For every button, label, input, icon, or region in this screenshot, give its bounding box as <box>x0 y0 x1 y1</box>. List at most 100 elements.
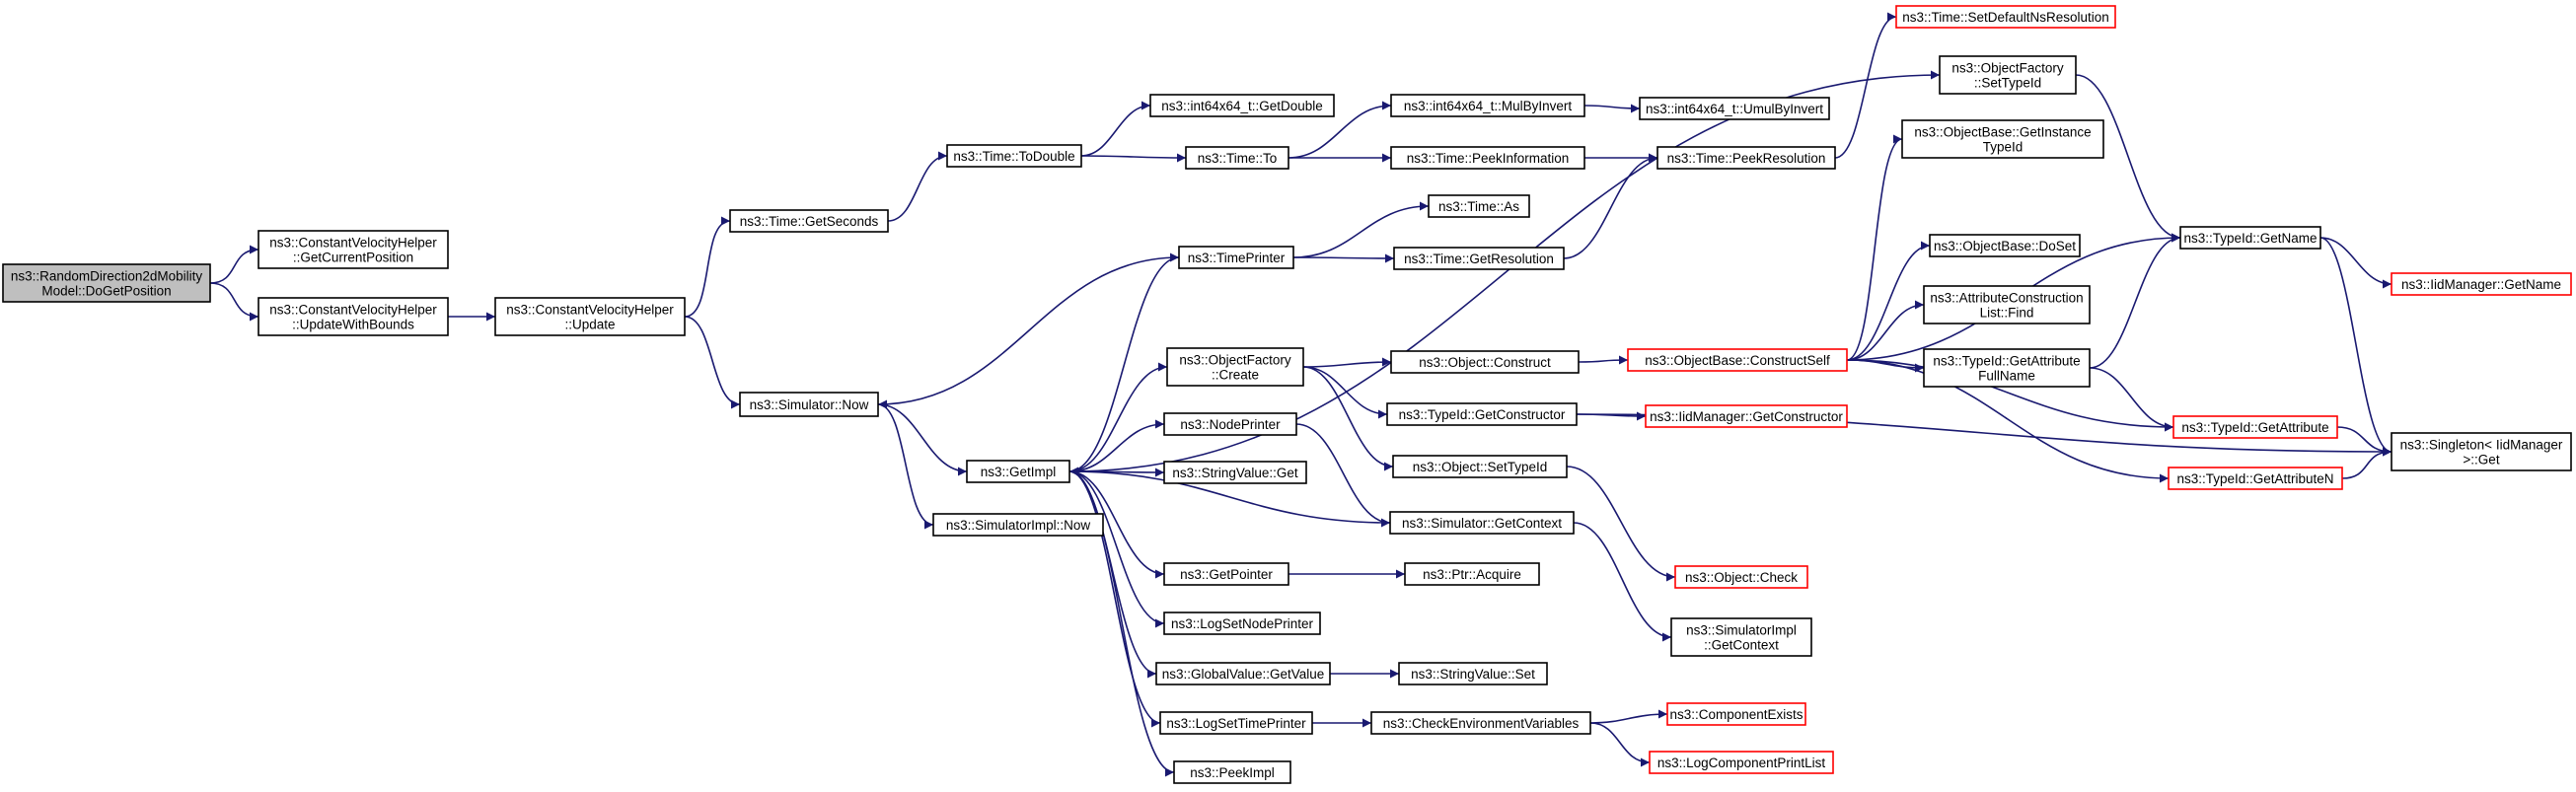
node-time-peekres[interactable]: ns3::Time::PeekResolution <box>1656 146 1836 170</box>
node-label: ns3::Time::As <box>1438 199 1519 214</box>
node-globalvalue-getvalue[interactable]: ns3::GlobalValue::GetValue <box>1155 662 1331 685</box>
node-box <box>1163 412 1297 436</box>
node-time-getseconds[interactable]: ns3::Time::GetSeconds <box>729 209 889 233</box>
node-object-check[interactable]: ns3::Object::Check <box>1674 565 1808 589</box>
node-label: ns3::GetPointer <box>1180 567 1273 582</box>
edge-typeid-getname-to-singleton-get <box>2319 237 2392 457</box>
node-box <box>1656 146 1836 170</box>
edge-timeprinter-to-sim-now <box>877 256 1180 409</box>
node-time-as[interactable]: ns3::Time::As <box>1428 194 1530 218</box>
edge-object-settypeid-to-object-check <box>1566 466 1676 582</box>
node-objfactory-create[interactable]: ns3::ObjectFactory::Create <box>1166 347 1304 387</box>
node-getimpl[interactable]: ns3::GetImpl <box>966 460 1070 483</box>
node-box <box>2172 415 2338 439</box>
node-time-to[interactable]: ns3::Time::To <box>1185 146 1289 170</box>
node-stringvalue-set[interactable]: ns3::StringValue::Set <box>1398 662 1548 685</box>
node-int-mulbyinvert[interactable]: ns3::int64x64_t::MulByInvert <box>1390 94 1585 117</box>
node-time-todouble[interactable]: ns3::Time::ToDouble <box>946 144 1082 168</box>
edge-root-to-cvh-updatebounds <box>209 282 259 322</box>
node-box <box>729 209 889 233</box>
node-label: ns3::Time::GetSeconds <box>740 214 879 229</box>
node-object-settypeid[interactable]: ns3::Object::SetTypeId <box>1392 455 1568 478</box>
node-root[interactable]: ns3::RandomDirection2dMobilityModel::DoG… <box>2 263 211 303</box>
node-label: ns3::CheckEnvironmentVariables <box>1383 716 1580 731</box>
node-box <box>1166 347 1304 387</box>
node-object-construct[interactable]: ns3::Object::Construct <box>1390 350 1580 374</box>
node-label: ns3::Time::PeekResolution <box>1667 151 1826 166</box>
node-label: ns3::ObjectBase::GetInstance <box>1914 125 2091 140</box>
edge-typeid-getattributefullname-to-typeid-getname <box>2089 233 2181 369</box>
node-simimpl-now[interactable]: ns3::SimulatorImpl::Now <box>932 513 1104 537</box>
node-int-umulbyinvert[interactable]: ns3::int64x64_t::UmulByInvert <box>1639 97 1830 120</box>
node-time-setdefault[interactable]: ns3::Time::SetDefaultNsResolution <box>1895 5 2116 29</box>
node-getpointer[interactable]: ns3::GetPointer <box>1163 562 1289 586</box>
node-label: ns3::Singleton< IidManager <box>2400 438 2563 453</box>
node-typeid-getname[interactable]: ns3::TypeId::GetName <box>2179 226 2321 250</box>
node-label: ns3::ConstantVelocityHelper <box>506 303 674 318</box>
node-box <box>1159 711 1313 735</box>
node-logsettimeprinter[interactable]: ns3::LogSetTimePrinter <box>1159 711 1313 735</box>
edge-sim-now-to-getimpl <box>877 403 968 476</box>
node-box <box>494 297 686 336</box>
edge-objfactory-create-to-object-settypeid <box>1302 366 1394 471</box>
edge-typeid-getattributen-to-singleton-get <box>2341 447 2392 479</box>
edge-objbase-constructself-to-typeid-getattributen <box>1846 359 2170 483</box>
node-cvh-update[interactable]: ns3::ConstantVelocityHelper::Update <box>494 297 686 336</box>
node-logcomponentprintlist[interactable]: ns3::LogComponentPrintList <box>1649 751 1834 774</box>
node-label: Model::DoGetPosition <box>41 284 171 299</box>
node-timeprinter[interactable]: ns3::TimePrinter <box>1178 246 1294 269</box>
node-box <box>2179 226 2321 250</box>
edge-typeid-getattributefullname-to-typeid-getattribute <box>2089 367 2174 432</box>
node-peekimpl[interactable]: ns3::PeekImpl <box>1173 760 1291 784</box>
node-box <box>2391 432 2572 471</box>
node-typeid-getattribute[interactable]: ns3::TypeId::GetAttribute <box>2172 415 2338 439</box>
node-typeid-getattributen[interactable]: ns3::TypeId::GetAttributeN <box>2168 467 2343 490</box>
node-simimpl-getcontext[interactable]: ns3::SimulatorImpl::GetContext <box>1670 617 1812 657</box>
edge-sim-now-to-simimpl-now <box>877 403 934 530</box>
node-ptr-acquire[interactable]: ns3::Ptr::Acquire <box>1404 562 1540 586</box>
edge-checkenv-to-logcomponentprintlist <box>1589 722 1651 767</box>
node-sim-now[interactable]: ns3::Simulator::Now <box>739 392 879 417</box>
node-sim-getcontext[interactable]: ns3::Simulator::GetContext <box>1389 511 1575 535</box>
node-stringvalue-get[interactable]: ns3::StringValue::Get <box>1163 461 1307 484</box>
node-box <box>1670 617 1812 657</box>
node-box <box>739 392 879 417</box>
node-time-getres[interactable]: ns3::Time::GetResolution <box>1393 247 1565 270</box>
node-box <box>1163 562 1289 586</box>
node-logsetnodeprinter[interactable]: ns3::LogSetNodePrinter <box>1163 612 1321 635</box>
node-objbase-constructself[interactable]: ns3::ObjectBase::ConstructSelf <box>1627 348 1848 372</box>
node-label: ns3::Time::GetResolution <box>1404 252 1554 266</box>
node-box <box>1155 662 1331 685</box>
edge-cvh-update-to-time-getseconds <box>684 216 731 318</box>
node-typeid-getconstructor[interactable]: ns3::TypeId::GetConstructor <box>1386 402 1578 426</box>
node-cvh-updatebounds[interactable]: ns3::ConstantVelocityHelper::UpdateWithB… <box>258 297 449 336</box>
edge-objbase-constructself-to-typeid-getattribute <box>1846 359 2174 432</box>
edge-objfactory-create-to-object-construct <box>1302 357 1392 368</box>
node-time-peekinfo[interactable]: ns3::Time::PeekInformation <box>1390 146 1585 170</box>
edge-objbase-constructself-to-objbase-doset <box>1846 241 1931 361</box>
node-iidmanager-getname[interactable]: ns3::IidManager::GetName <box>2391 272 2572 296</box>
node-int-getdouble[interactable]: ns3::int64x64_t::GetDouble <box>1149 94 1335 117</box>
node-label: ns3::TypeId::GetAttribute <box>2181 420 2328 435</box>
node-label: ns3::Ptr::Acquire <box>1423 567 1521 582</box>
node-box <box>1627 348 1848 372</box>
node-singleton-get[interactable]: ns3::Singleton< IidManager>::Get <box>2391 432 2572 471</box>
node-label: ns3::Simulator::GetContext <box>1402 516 1562 531</box>
node-checkenv[interactable]: ns3::CheckEnvironmentVariables <box>1370 711 1591 735</box>
node-nodeprinter[interactable]: ns3::NodePrinter <box>1163 412 1297 436</box>
node-box <box>1390 94 1585 117</box>
node-label: ns3::LogSetTimePrinter <box>1166 716 1306 731</box>
node-cvh-getcurpos[interactable]: ns3::ConstantVelocityHelper::GetCurrentP… <box>258 230 449 269</box>
node-box <box>2168 467 2343 490</box>
node-box <box>1428 194 1530 218</box>
node-label: TypeId <box>1983 140 2024 155</box>
node-componentexists[interactable]: ns3::ComponentExists <box>1666 702 1806 726</box>
node-iidmanager-getconstructor[interactable]: ns3::IidManager::GetConstructor <box>1645 404 1848 428</box>
node-label: ns3::LogComponentPrintList <box>1657 756 1826 770</box>
node-objbase-doset[interactable]: ns3::ObjectBase::DoSet <box>1929 234 2081 257</box>
node-objfactory-settypeid[interactable]: ns3::ObjectFactory::SetTypeId <box>1939 55 2077 95</box>
node-box <box>1149 94 1335 117</box>
